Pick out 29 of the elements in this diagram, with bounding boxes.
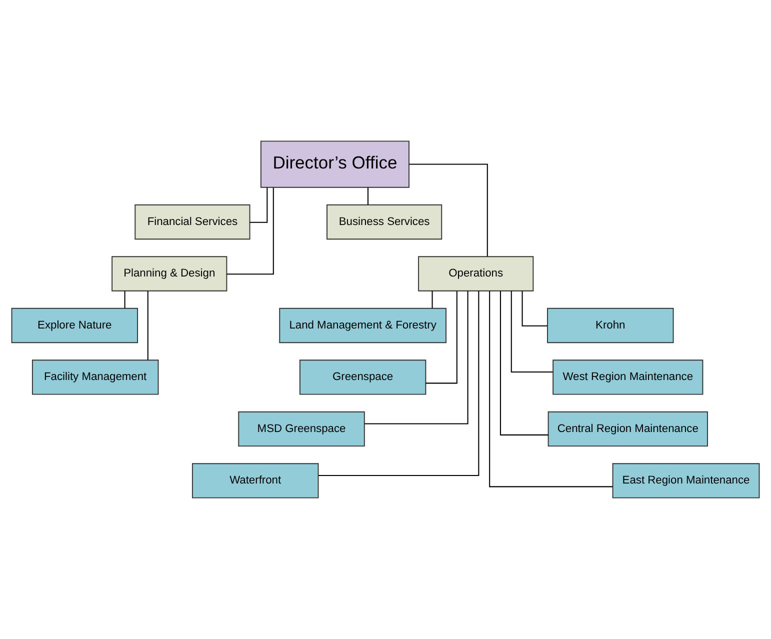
node-box: Central Region Maintenance xyxy=(548,411,708,447)
connector xyxy=(522,291,548,326)
node-box: Financial Services xyxy=(134,204,250,240)
node-box: Explore Nature xyxy=(11,308,138,344)
node-box: MSD Greenspace xyxy=(238,411,365,447)
connector xyxy=(367,187,368,205)
node-box: Waterfront xyxy=(192,463,319,498)
connector xyxy=(124,290,126,308)
node-box: East Region Maintenance xyxy=(612,463,760,498)
node-box: Business Services xyxy=(326,204,442,240)
connector xyxy=(364,290,468,424)
node-box: Planning & Design xyxy=(112,256,228,292)
node-box: West Region Maintenance xyxy=(552,360,704,395)
connector xyxy=(226,188,274,275)
node-box: Operations xyxy=(418,256,534,292)
connector xyxy=(147,291,148,360)
connector xyxy=(426,291,458,384)
connector xyxy=(318,290,480,476)
connector xyxy=(432,290,433,308)
connector xyxy=(510,290,553,373)
node-box: Land Management & Forestry xyxy=(279,308,446,344)
node-box: Greenspace xyxy=(299,360,426,395)
connector xyxy=(500,290,548,436)
connector xyxy=(250,188,268,223)
node-box: Director’s Office xyxy=(260,140,410,188)
node-box: Facility Management xyxy=(32,360,159,395)
node-box: Krohn xyxy=(547,308,674,344)
connector xyxy=(409,164,488,256)
connector xyxy=(489,291,613,488)
